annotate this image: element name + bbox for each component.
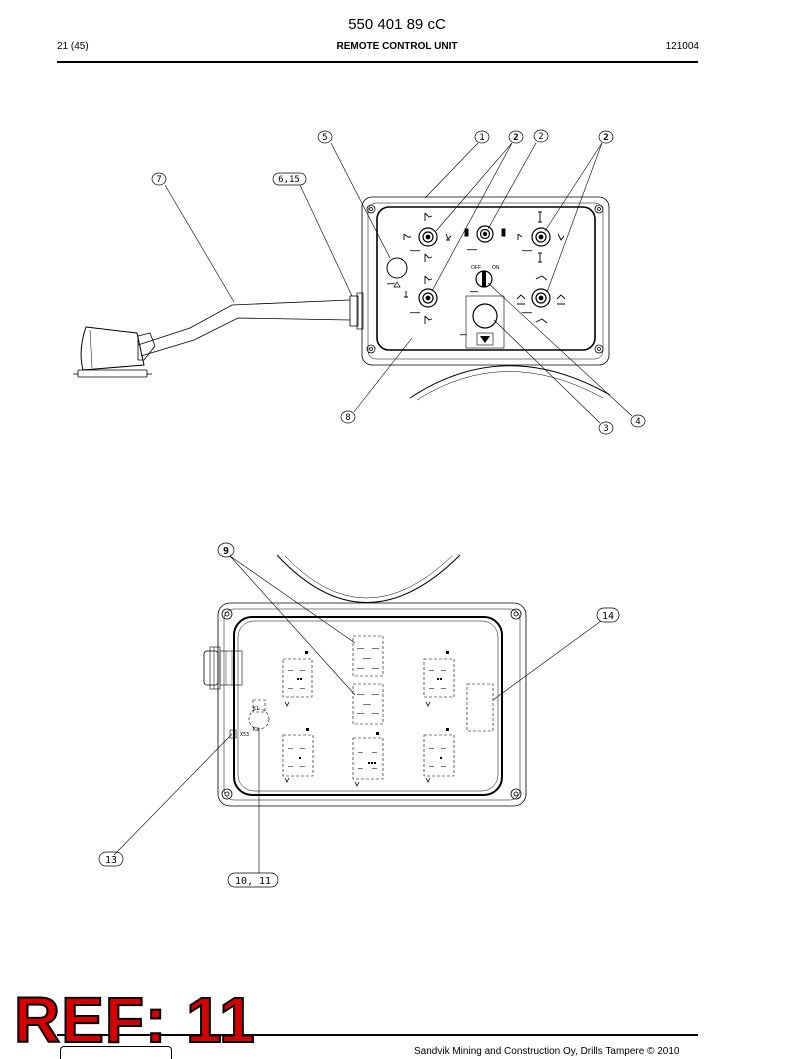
date-code: 121004 — [665, 41, 699, 52]
mounting-arc — [409, 365, 611, 399]
joystick-upper-center — [476, 225, 494, 243]
component-upper-left — [282, 658, 313, 698]
cable-connector — [73, 326, 156, 378]
emergency-stop-button — [472, 303, 498, 329]
callout-1: 1 — [479, 133, 484, 143]
callout-2a: 2 — [513, 133, 518, 143]
label-k2: K2 — [253, 727, 259, 733]
cable-gland — [349, 295, 359, 327]
joystick-upper-right — [531, 227, 551, 247]
top-view-drawing: 5 1 2 2 2 7 6,15 8 3 4 OFF ON — [73, 129, 646, 435]
page-title: REMOTE CONTROL UNIT — [336, 41, 458, 52]
component-lower-left — [282, 734, 314, 777]
terminal-x53 — [229, 729, 237, 739]
switch-off-label: OFF — [471, 265, 481, 271]
page-number: 21 (45) — [57, 41, 89, 52]
cable — [137, 299, 351, 346]
warning-triangle-icon — [393, 281, 401, 288]
document-number: 550 401 89 cC — [348, 16, 446, 33]
callout-8: 8 — [345, 413, 350, 423]
mounting-arc-bottom — [276, 554, 461, 603]
component-lower-right — [423, 734, 455, 777]
joystick-lower-right — [531, 288, 551, 308]
joystick-upper-left — [418, 227, 438, 247]
footer-rule — [57, 1034, 698, 1036]
emergency-stop-frame — [465, 295, 505, 349]
front-panel — [376, 206, 596, 351]
component-lower-center — [352, 737, 384, 780]
callout-7: 7 — [156, 175, 161, 185]
callout-5: 5 — [322, 133, 327, 143]
housing-outline — [361, 196, 610, 366]
callout-6-15: 6,15 — [278, 175, 300, 185]
callout-4: 4 — [635, 417, 640, 427]
component-center — [352, 683, 384, 725]
label-x53: X53 — [240, 732, 249, 738]
callout-2b: 2 — [538, 132, 543, 142]
callout-9: 9 — [223, 546, 229, 557]
housing-rear-outline — [217, 602, 527, 807]
callout-14: 14 — [602, 611, 614, 622]
cable-gland-side — [203, 646, 243, 690]
callout-10-11: 10, 11 — [235, 876, 271, 887]
component-upper-right — [423, 658, 455, 698]
callout-13: 13 — [105, 855, 117, 866]
component-top-center — [352, 635, 384, 677]
callout-2c: 2 — [603, 133, 608, 143]
component-14 — [466, 683, 494, 732]
label-k1: K1 — [253, 706, 259, 712]
pushbutton — [386, 257, 408, 279]
footer-copyright: Sandvik Mining and Construction Oy, Dril… — [414, 1046, 680, 1057]
housing-interior — [233, 616, 503, 796]
callout-3: 3 — [603, 424, 608, 434]
ref-stamp: REF: 11 — [13, 984, 256, 1056]
joystick-lower-left — [418, 288, 438, 308]
header-rule — [57, 61, 698, 63]
bottom-view-drawing: 9 14 13 10, 11 K1 K2 X53 — [98, 542, 620, 888]
switch-on-label: ON — [492, 265, 500, 271]
